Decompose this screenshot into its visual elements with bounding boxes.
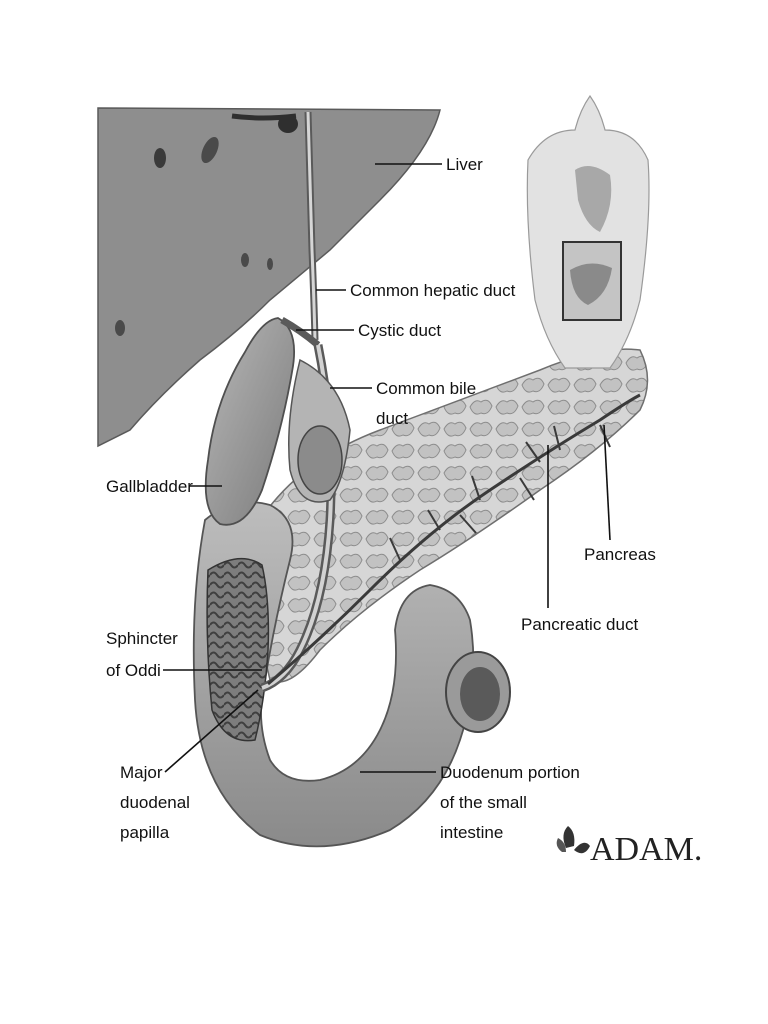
labels: Liver Common hepatic duct Cystic duct Co…	[106, 155, 656, 842]
label-liver: Liver	[446, 155, 483, 174]
label-sphincter-line1: Sphincter	[106, 629, 178, 648]
liver	[97, 107, 441, 448]
label-papilla-line2: duodenal	[120, 793, 190, 812]
label-cystic-duct: Cystic duct	[358, 321, 441, 340]
inset-torso	[526, 94, 650, 369]
label-papilla-line1: Major	[120, 763, 163, 782]
label-pancreas: Pancreas	[584, 545, 656, 564]
adam-logo: ADAM.	[556, 826, 702, 868]
label-duodenum-line1: Duodenum portion	[440, 763, 580, 782]
leader-lines	[163, 163, 611, 773]
label-common-bile-duct-line1: Common bile	[376, 379, 476, 398]
label-gallbladder: Gallbladder	[106, 477, 193, 496]
duodenum	[192, 501, 511, 848]
label-duodenum-line2: of the small	[440, 793, 527, 812]
label-pancreatic-duct: Pancreatic duct	[521, 615, 638, 634]
label-duodenum-line3: intestine	[440, 823, 503, 842]
adam-wordmark: ADAM.	[590, 831, 702, 868]
inset-highlight-box	[562, 241, 622, 321]
label-common-hepatic-duct: Common hepatic duct	[350, 281, 516, 300]
label-common-bile-duct-line2: duct	[376, 409, 408, 428]
label-sphincter-line2: of Oddi	[106, 661, 161, 680]
pancreatic-duct	[267, 393, 641, 686]
leader-pancreas	[603, 424, 611, 541]
gallbladder	[204, 317, 296, 526]
leader-major-duodenal-papilla	[164, 689, 259, 773]
leaf-icon	[556, 826, 590, 854]
label-papilla-line3: papilla	[120, 823, 170, 842]
